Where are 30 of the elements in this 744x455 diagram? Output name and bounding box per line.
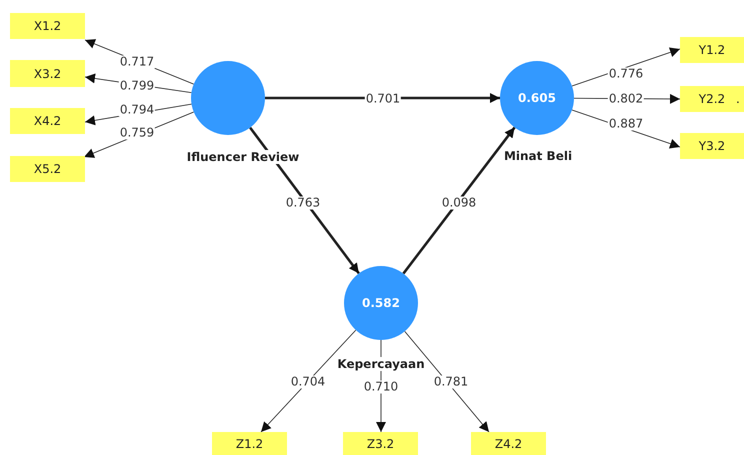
edge-label: 0.704 — [290, 376, 326, 388]
indicator-label: Z1.2 — [236, 436, 264, 450]
indicator-label: Y3.2 — [698, 139, 726, 153]
indicator-label: X4.2 — [34, 114, 62, 128]
edge-label: 0.701 — [364, 92, 402, 106]
edge-label: 0.759 — [118, 126, 156, 140]
construct-circle: 0.582 — [344, 266, 418, 340]
edge-label: 0.763 — [284, 196, 322, 210]
construct-circle: 0.605 — [500, 61, 574, 135]
indicator-label: Z4.2 — [494, 436, 522, 450]
edge-label: 0.799 — [118, 80, 156, 92]
edge-label: 0.710 — [362, 380, 400, 394]
construct-name: Minat Beli — [502, 149, 574, 163]
edge-label: 0.781 — [432, 376, 470, 388]
edge-label: 0.717 — [118, 56, 156, 68]
indicator-label: X5.2 — [34, 162, 62, 176]
indicator-label: Y2.2 — [698, 92, 726, 106]
edge-label: 0.794 — [118, 104, 156, 116]
indicator-label: X3.2 — [34, 66, 62, 80]
indicator-label: Y1.2 — [698, 43, 726, 57]
edge-label: 0.887 — [608, 118, 644, 130]
indicator-label: X1.2 — [34, 19, 62, 33]
dot-mark: . — [736, 92, 740, 106]
arrow — [402, 126, 516, 274]
edge-label: 0.802 — [608, 92, 644, 106]
construct-name: Kepercayaan — [336, 357, 426, 371]
edge-label: 0.098 — [440, 196, 478, 210]
construct-name: Ifluencer Review — [186, 150, 300, 164]
indicator-label: Z3.2 — [366, 436, 394, 450]
edge-label: 0.776 — [608, 68, 644, 80]
